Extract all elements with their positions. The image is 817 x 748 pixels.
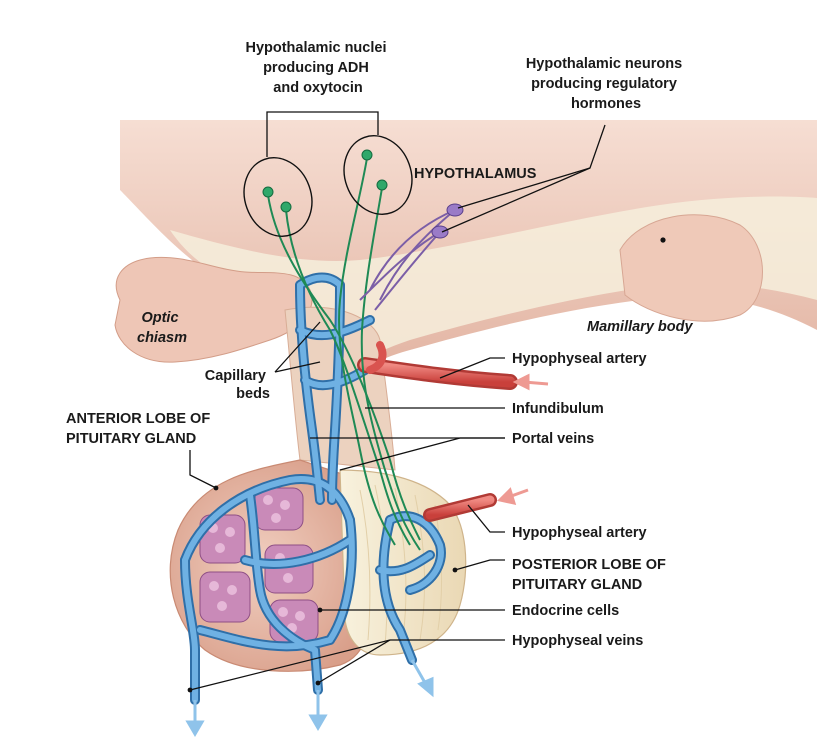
endocrine-cluster: [255, 488, 303, 530]
label-hypophyseal-artery-bottom: Hypophyseal artery: [512, 525, 647, 541]
label-line: Hypothalamic neurons: [526, 56, 682, 72]
label-hypothalamus: HYPOTHALAMUS: [414, 166, 537, 182]
label-hypophyseal-artery-top: Hypophyseal artery: [512, 351, 647, 367]
label-line: PITUITARY GLAND: [512, 577, 642, 593]
label-capillary-beds: Capillary beds: [205, 368, 270, 402]
mamillary-body-shape: [620, 215, 763, 321]
endocrine-cluster: [200, 572, 250, 622]
label-line: hormones: [571, 96, 641, 112]
label-line: producing ADH: [263, 60, 369, 76]
label-line: POSTERIOR LOBE OF: [512, 557, 666, 573]
label-infundibulum: Infundibulum: [512, 401, 604, 417]
label-line: Capillary: [205, 368, 266, 384]
label-line: chiasm: [137, 330, 187, 346]
label-line: PITUITARY GLAND: [66, 431, 196, 447]
endocrine-cluster: [265, 545, 313, 593]
label-anterior-lobe: ANTERIOR LOBE OF PITUITARY GLAND: [66, 411, 214, 447]
label-endocrine-cells: Endocrine cells: [512, 603, 619, 619]
label-line: Hypothalamic nuclei: [245, 40, 386, 56]
label-portal-veins: Portal veins: [512, 431, 594, 447]
mamillary-pointer-dot: [660, 237, 665, 242]
label-line: producing regulatory: [531, 76, 677, 92]
vein-outflow-arrows: [188, 660, 432, 734]
label-posterior-lobe: POSTERIOR LOBE OF PITUITARY GLAND: [512, 557, 670, 593]
label-hypothalamic-neurons: Hypothalamic neurons producing regulator…: [526, 56, 686, 112]
label-hypophyseal-veins: Hypophyseal veins: [512, 633, 643, 649]
label-hypothalamic-nuclei: Hypothalamic nuclei producing ADH and ox…: [245, 40, 390, 96]
label-line: beds: [236, 386, 270, 402]
label-line: Optic: [141, 310, 178, 326]
label-mamillary-body: Mamillary body: [587, 319, 693, 335]
label-line: and oxytocin: [273, 80, 362, 96]
label-line: ANTERIOR LOBE OF: [66, 411, 210, 427]
